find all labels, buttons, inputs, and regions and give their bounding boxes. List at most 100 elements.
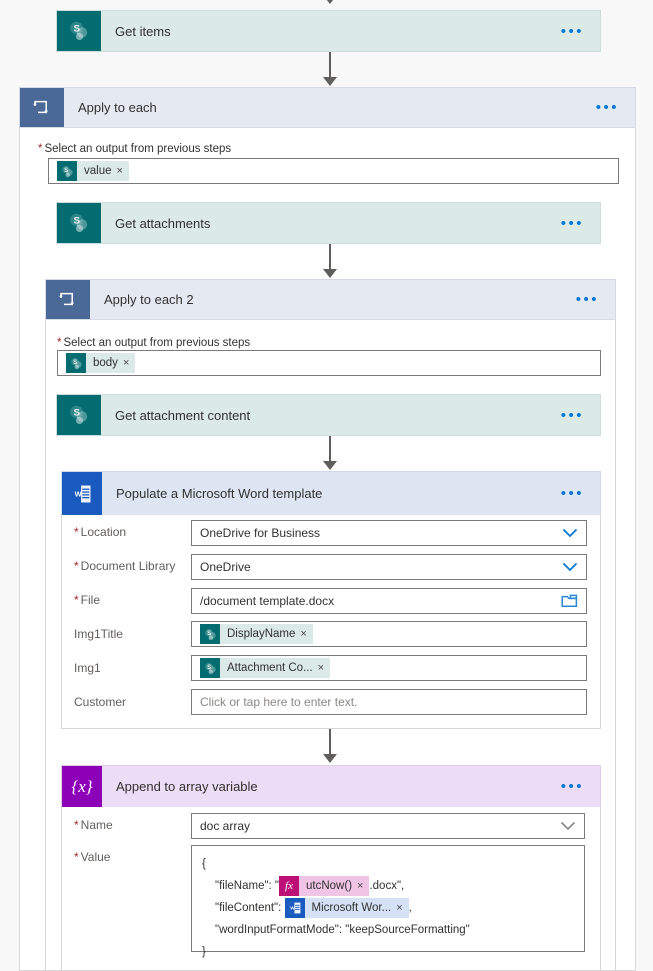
loop-icon xyxy=(46,280,90,319)
step-title: Append to array variable xyxy=(116,779,258,794)
chevron-down-icon[interactable] xyxy=(562,528,578,538)
step-card-apply-to-each[interactable]: Apply to each ••• xyxy=(19,87,636,128)
json-line-filename: "fileName": " fx utcNow() × .docx", xyxy=(202,875,574,897)
token-utcnow[interactable]: fx utcNow() × xyxy=(279,875,370,896)
chevron-down-icon[interactable] xyxy=(562,562,578,572)
token-value[interactable]: S value × xyxy=(57,161,129,181)
select-output-input-apply-to-each[interactable]: S value × xyxy=(48,158,619,184)
token-remove-icon[interactable]: × xyxy=(317,662,325,674)
field-row-img1title: Img1Title xyxy=(74,627,123,641)
file-value: /document template.docx xyxy=(200,594,335,608)
connector-arrow-get-items-to-apply-to-each xyxy=(329,52,331,85)
file-picker-input[interactable]: /document template.docx xyxy=(191,588,587,614)
svg-text:S: S xyxy=(74,408,80,419)
location-dropdown[interactable]: OneDrive for Business xyxy=(191,520,587,546)
sharepoint-icon: S xyxy=(66,353,86,373)
field-label: Img1 xyxy=(74,661,101,675)
step-title: Apply to each 2 xyxy=(104,292,194,307)
svg-text:S: S xyxy=(74,216,80,227)
step-menu-button[interactable]: ••• xyxy=(560,22,584,40)
connector-arrow-to-word-template xyxy=(329,436,331,469)
sharepoint-icon: S xyxy=(57,395,101,435)
customer-placeholder: Click or tap here to enter text. xyxy=(200,695,358,709)
variable-value-editor[interactable]: { "fileName": " fx utcNow() × .docx", "fileC… xyxy=(191,845,585,958)
step-title: Get attachment content xyxy=(115,407,251,423)
word-icon: W xyxy=(284,897,305,918)
chevron-down-icon[interactable] xyxy=(560,821,576,831)
sharepoint-icon: S xyxy=(200,658,220,678)
location-value: OneDrive for Business xyxy=(200,526,321,540)
customer-input[interactable]: Click or tap here to enter text. xyxy=(191,689,587,715)
token-label: DisplayName xyxy=(227,628,296,640)
word-icon: W xyxy=(62,472,102,515)
img1title-input[interactable]: S DisplayName × xyxy=(191,621,587,647)
step-menu-button[interactable]: ••• xyxy=(560,778,584,795)
sharepoint-icon: S xyxy=(200,624,220,644)
field-label: Customer xyxy=(74,695,127,709)
token-label: utcNow() xyxy=(306,879,353,892)
fx-glyph: fx xyxy=(285,879,293,892)
variable-name-dropdown[interactable]: doc array xyxy=(191,813,585,839)
field-row-document-library: Document Library xyxy=(74,559,176,573)
token-body[interactable]: S body × xyxy=(66,353,136,373)
sharepoint-icon: S xyxy=(57,203,101,243)
token-microsoft-word-document[interactable]: W Microsoft Wor... × xyxy=(284,897,409,918)
field-label: Value xyxy=(74,850,111,864)
step-menu-button[interactable]: ••• xyxy=(560,406,584,424)
json-filecontent-key: "fileContent": xyxy=(215,902,282,914)
step-card-get-attachment-content[interactable]: S Get attachment content ••• xyxy=(56,394,601,436)
field-row-variable-name: Name xyxy=(74,818,113,832)
svg-text:W: W xyxy=(75,489,82,498)
json-filename-key: "fileName": " xyxy=(215,880,280,892)
step-menu-button[interactable]: ••• xyxy=(560,485,584,502)
field-label: File xyxy=(74,593,100,607)
json-filename-tail: .docx", xyxy=(369,880,405,892)
document-library-dropdown[interactable]: OneDrive xyxy=(191,554,587,580)
field-label: Location xyxy=(74,525,126,539)
select-output-label-2: Select an output from previous steps xyxy=(57,337,250,349)
field-label: Document Library xyxy=(74,559,176,573)
step-card-populate-word-template[interactable]: W Populate a Microsoft Word template ••• xyxy=(61,471,601,515)
variable-glyph: {x} xyxy=(71,776,93,796)
token-remove-icon[interactable]: × xyxy=(357,879,364,892)
select-output-input-apply-to-each-2[interactable]: S body × xyxy=(57,350,601,376)
loop-icon xyxy=(20,88,64,127)
field-row-variable-value: Value xyxy=(74,850,111,864)
token-displayname[interactable]: S DisplayName × xyxy=(200,624,313,644)
token-attachment-content[interactable]: S Attachment Co... × xyxy=(200,658,331,678)
step-card-append-to-array-variable[interactable]: {x} Append to array variable ••• xyxy=(61,765,601,807)
json-open-brace: { xyxy=(202,858,206,870)
json-line-format-mode: "wordInputFormatMode": "keepSourceFormat… xyxy=(215,924,470,936)
token-remove-icon[interactable]: × xyxy=(122,357,130,369)
step-menu-button[interactable]: ••• xyxy=(560,214,584,232)
step-card-get-attachments[interactable]: S Get attachments ••• xyxy=(56,202,601,244)
select-output-label: Select an output from previous steps xyxy=(38,143,231,155)
json-close-brace: } xyxy=(202,946,206,958)
step-title: Get items xyxy=(115,23,171,39)
svg-text:S: S xyxy=(64,167,68,173)
document-library-value: OneDrive xyxy=(200,560,251,574)
img1-input[interactable]: S Attachment Co... × xyxy=(191,655,587,681)
step-menu-button[interactable]: ••• xyxy=(575,291,599,308)
field-label: Name xyxy=(74,818,113,832)
token-label: Microsoft Wor... xyxy=(311,901,392,914)
field-row-file: File xyxy=(74,593,100,607)
sharepoint-icon: S xyxy=(57,11,101,51)
svg-text:S: S xyxy=(207,664,211,670)
svg-text:S: S xyxy=(73,359,77,365)
svg-text:S: S xyxy=(74,24,80,35)
token-remove-icon[interactable]: × xyxy=(396,901,403,914)
json-line-filecontent: "fileContent": W Microsoft Wor... ×, xyxy=(202,897,574,919)
step-menu-button[interactable]: ••• xyxy=(595,99,619,116)
folder-icon[interactable] xyxy=(561,594,578,608)
variable-icon: {x} xyxy=(62,766,102,807)
step-title: Get attachments xyxy=(115,215,211,231)
connector-arrow-into-get-items xyxy=(329,0,331,3)
token-label: Attachment Co... xyxy=(227,662,313,674)
step-card-get-items[interactable]: S Get items ••• xyxy=(56,10,601,52)
sharepoint-icon: S xyxy=(57,161,77,181)
step-card-apply-to-each-2[interactable]: Apply to each 2 ••• xyxy=(45,279,616,320)
token-remove-icon[interactable]: × xyxy=(300,628,307,640)
token-remove-icon[interactable]: × xyxy=(116,165,123,177)
json-filecontent-tail: , xyxy=(408,902,412,914)
